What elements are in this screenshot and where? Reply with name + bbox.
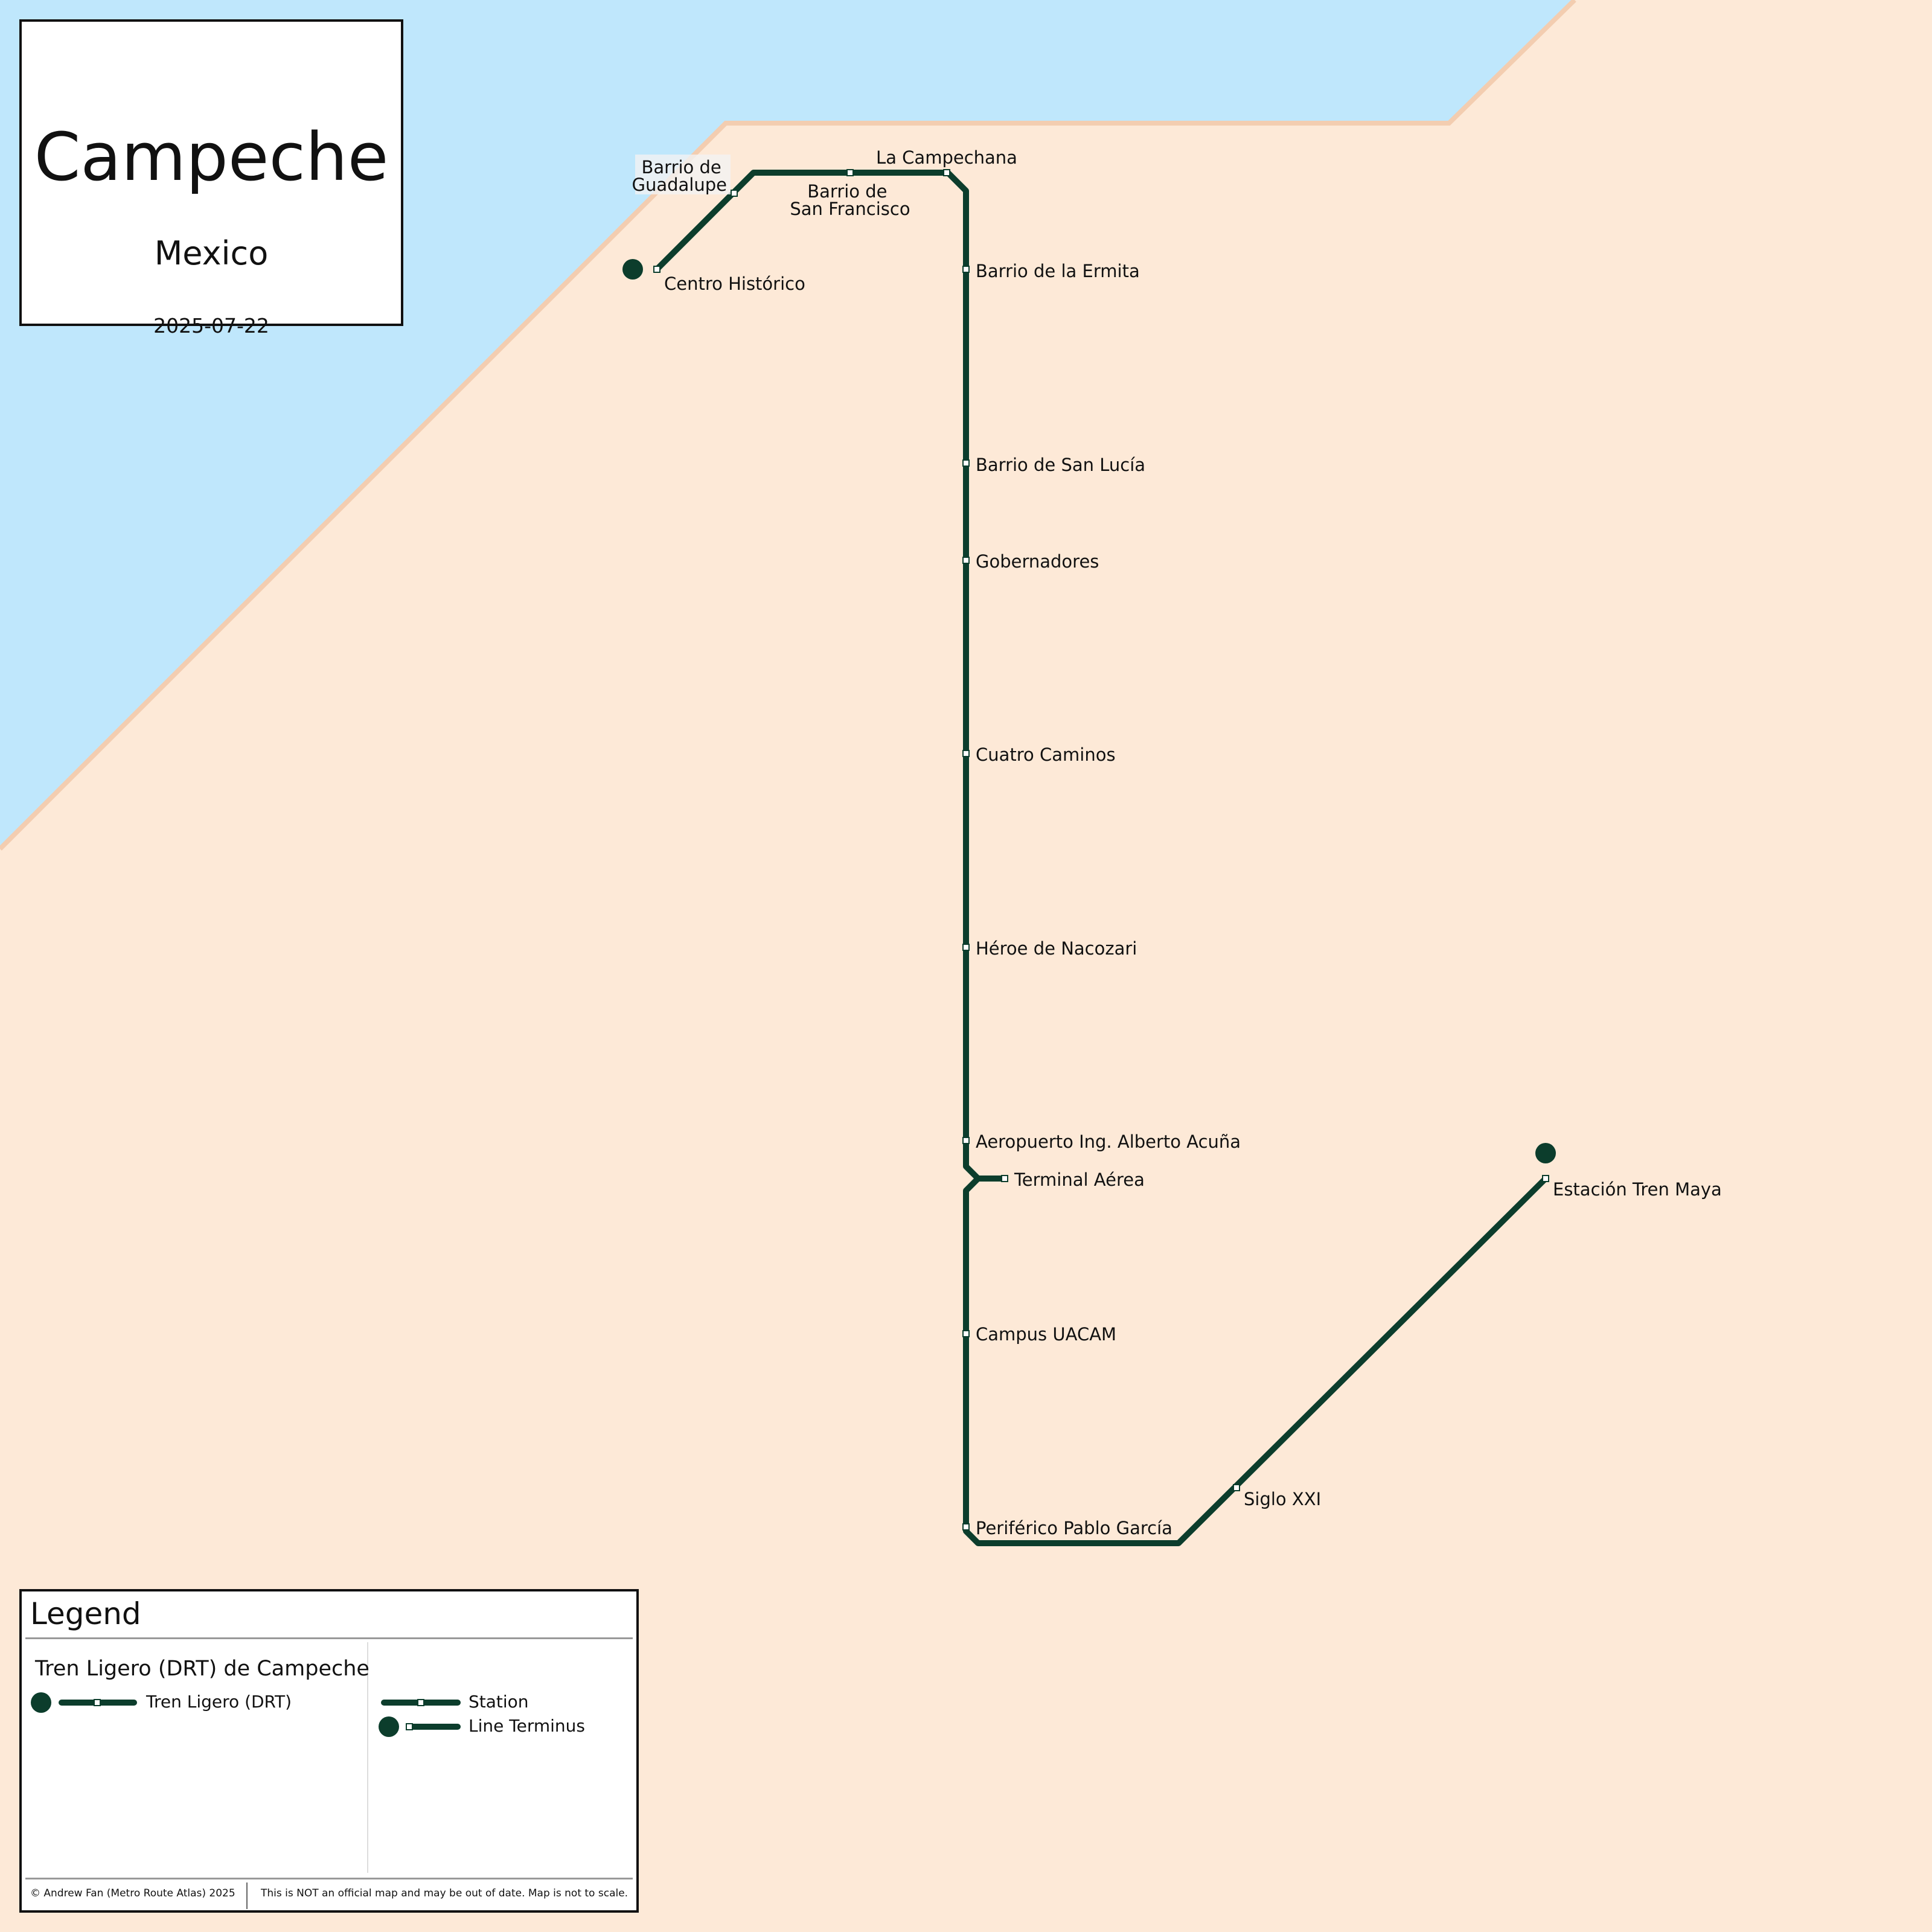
legend-footer-divider	[25, 1878, 633, 1879]
station-tick	[846, 169, 854, 176]
station-label-periferico-pablo-garcia: Periférico Pablo García	[976, 1518, 1172, 1538]
station-tick	[962, 459, 970, 467]
station-tick	[731, 190, 738, 197]
station-label-cuatro-caminos: Cuatro Caminos	[976, 744, 1116, 765]
legend-system-name: Tren Ligero (DRT) de Campeche	[35, 1657, 369, 1681]
station-label-centro-historico: Centro Histórico	[664, 273, 805, 294]
legend-line-label: Tren Ligero (DRT)	[146, 1692, 292, 1712]
station-ticks	[653, 169, 1549, 1531]
station-labels: Centro Histórico Barrio de Guadalupe Bar…	[632, 147, 1722, 1538]
station-label-estacion-tren-maya: Estación Tren Maya	[1553, 1179, 1722, 1200]
station-tick	[962, 557, 970, 564]
station-tick	[962, 944, 970, 951]
terminus-markers	[622, 259, 1556, 1163]
label-halo	[635, 155, 731, 194]
map-subtitle: Mexico	[154, 234, 269, 272]
station-label-campus-uacam: Campus UACAM	[976, 1324, 1116, 1345]
station-label-siglo-xxi: Siglo XXI	[1244, 1489, 1321, 1509]
line-tren-ligero	[654, 170, 1549, 1546]
legend-disclaimer: This is NOT an official map and may be o…	[261, 1887, 629, 1899]
station-label-barrio-de-la-ermita: Barrio de la Ermita	[976, 261, 1140, 281]
legend-terminus-tick	[406, 1723, 413, 1730]
station-label-terminal-aerea: Terminal Aérea	[1014, 1169, 1145, 1190]
legend-panel: Legend Tren Ligero (DRT) de Campeche Tre…	[19, 1589, 639, 1913]
legend-symbols	[31, 1692, 461, 1737]
station-label-heroe-de-nacozari: Héroe de Nacozari	[976, 938, 1137, 959]
station-tick	[962, 266, 970, 273]
station-tick	[1233, 1484, 1240, 1491]
station-tick	[962, 1137, 970, 1144]
terminus-marker-estacion-tren-maya	[1535, 1143, 1556, 1163]
station-tick	[962, 750, 970, 757]
station-tick	[943, 169, 950, 176]
legend-station-label: Station	[469, 1692, 529, 1712]
station-label-barrio-de-san-lucia: Barrio de San Lucía	[976, 455, 1145, 475]
legend-station-tick-icon	[417, 1699, 424, 1706]
station-label-la-campechana: La Campechana	[876, 147, 1017, 168]
station-tick	[962, 1523, 970, 1531]
legend-divider	[25, 1637, 633, 1639]
map-date: 2025-07-22	[153, 314, 269, 337]
station-tick	[653, 266, 661, 273]
legend-copyright: © Andrew Fan (Metro Route Atlas) 2025	[30, 1887, 235, 1899]
terminus-marker-centro-historico	[622, 259, 643, 280]
legend-terminus-label: Line Terminus	[469, 1716, 585, 1736]
station-label-barrio-de-san-francisco: Barrio de San Francisco	[790, 181, 910, 219]
station-tick	[1001, 1175, 1008, 1182]
legend-column-divider	[367, 1642, 368, 1873]
station-tick	[1542, 1175, 1549, 1182]
legend-line-station-tick	[94, 1699, 101, 1706]
station-tick	[962, 1330, 970, 1337]
legend-title: Legend	[30, 1596, 141, 1631]
coastline	[0, 0, 1576, 851]
station-label-aeropuerto: Aeropuerto Ing. Alberto Acuña	[976, 1131, 1241, 1152]
legend-footer-separator	[246, 1882, 248, 1909]
legend-terminus-dot-icon	[31, 1692, 51, 1713]
title-box: Campeche Mexico 2025-07-22	[19, 19, 403, 337]
station-label-barrio-de-guadalupe: Barrio de Guadalupe	[632, 157, 728, 195]
map-title: Campeche	[34, 118, 389, 196]
legend-terminus-icon	[379, 1716, 399, 1737]
station-label-gobernadores: Gobernadores	[976, 551, 1099, 572]
